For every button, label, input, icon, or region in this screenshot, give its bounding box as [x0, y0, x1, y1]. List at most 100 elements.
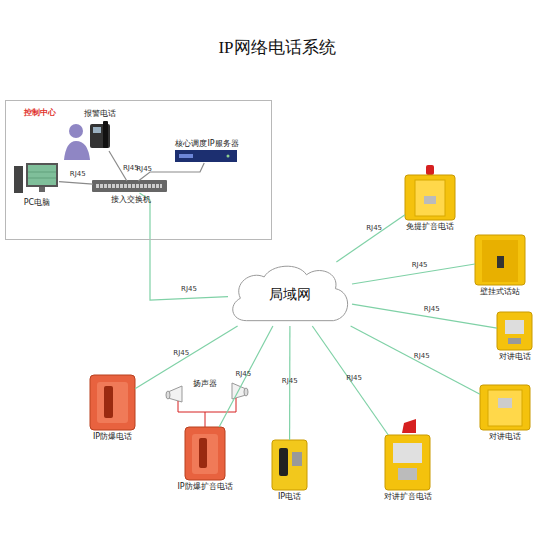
handsfree-phone-part: [415, 180, 445, 216]
cloud-shape: [233, 266, 348, 320]
node-label: 对讲扩音电话: [384, 493, 432, 501]
wall-station-part: [482, 240, 518, 282]
pc: [14, 163, 58, 193]
intercom-speaker-phone-part: [385, 435, 430, 490]
intercom-phone-part: [505, 320, 524, 334]
explosion-proof-phone-part: [97, 382, 128, 423]
intercom-speaker-phone-part: [393, 443, 422, 463]
network-cable: [59, 182, 93, 185]
node-label: 报警电话: [84, 110, 116, 118]
alarm-phone-node: 报警电话: [87, 121, 113, 151]
pc-part: [14, 166, 23, 193]
explosion-proof-phone: [90, 375, 135, 430]
edge-label: RJ45: [424, 306, 440, 313]
speaker-wire-part: [178, 398, 236, 412]
intercom-phone: [497, 312, 532, 350]
network-cable: [219, 326, 273, 427]
intercom-phone-part: [508, 338, 521, 344]
node-label: IP防爆电话: [93, 433, 132, 441]
device-node: IP防爆扩音电话: [185, 427, 225, 480]
wall-station: [475, 235, 525, 285]
node-label: 核心调度IP服务器: [175, 140, 238, 148]
switch-part: [92, 180, 167, 192]
device-node: 对讲电话: [497, 312, 532, 350]
edge-label: RJ45: [412, 262, 428, 269]
group-title: 控制中心: [24, 109, 56, 117]
server-part: [179, 154, 193, 158]
node-label: 对讲电话: [499, 353, 531, 361]
network-cable: [135, 326, 238, 389]
pc-node: PC电脑: [15, 164, 59, 196]
speaker-part: [244, 388, 248, 396]
edge-label: RJ45: [173, 349, 189, 356]
explosion-proof-speaker-phone-part: [199, 438, 207, 468]
network-cable: [140, 193, 229, 300]
pc-part: [28, 178, 56, 179]
intercom-speaker-phone-part: [398, 468, 417, 480]
server-node: 核心调度IP服务器: [176, 151, 238, 163]
node-label: 接入交换机: [111, 196, 151, 204]
node-label: IP防爆扩音电话: [177, 483, 232, 491]
diagram-title: IP网络电话系统: [0, 36, 554, 59]
edge-label: RJ45: [414, 352, 430, 359]
alarm-operator-part: [64, 141, 90, 160]
alarm-operator: [64, 124, 90, 160]
node-label: 对讲电话: [489, 433, 521, 441]
device-node: 对讲电话: [480, 385, 530, 430]
server: [175, 150, 237, 162]
server-part: [175, 150, 237, 162]
speaker-wire-part: [205, 412, 206, 427]
edge-label: RJ45: [181, 286, 197, 293]
pc-part: [39, 187, 45, 192]
cloud-label: 局域网: [269, 287, 311, 301]
alarm-phone-part: [103, 121, 108, 148]
edge-label: RJ45: [235, 370, 251, 377]
network-cable: [312, 326, 388, 435]
lan-cloud: 局域网: [228, 262, 352, 326]
explosion-proof-phone-part: [104, 386, 113, 418]
intercom-phone: [480, 385, 530, 430]
intercom-phone-part: [497, 312, 532, 350]
server-part: [227, 155, 230, 158]
ip-phone: [272, 440, 307, 490]
switch: [92, 180, 167, 192]
pc-part: [28, 165, 56, 185]
speaker-part: [166, 391, 170, 399]
network-cable: [352, 304, 497, 328]
network-cable: [351, 326, 480, 394]
pc-part: [26, 163, 58, 187]
switch-node: 接入交换机: [93, 181, 168, 193]
pc-part: [28, 172, 56, 173]
device-node: 壁挂式话站: [475, 235, 525, 285]
handsfree-phone: [405, 165, 455, 220]
intercom-phone-part: [488, 390, 522, 426]
handsfree-phone-part: [424, 196, 436, 204]
device-node: 对讲扩音电话: [385, 435, 430, 490]
network-cable: [336, 215, 405, 262]
intercom-speaker-phone: [385, 419, 430, 490]
node-label: IP电话: [278, 493, 301, 501]
device-node: IP电话: [272, 440, 307, 490]
ip-phone-part: [272, 440, 307, 490]
edge-label: RJ45: [282, 377, 298, 384]
alarm-operator-part: [69, 124, 83, 138]
explosion-proof-speaker-phone-part: [185, 427, 225, 480]
switch-part: [96, 184, 162, 188]
alarm-phone: [90, 121, 110, 148]
handsfree-phone-part: [426, 165, 434, 175]
edge-label: RJ45: [366, 225, 382, 232]
node-label: 免提扩音电话: [406, 223, 454, 231]
handsfree-phone-part: [405, 175, 455, 220]
wall-station-part: [497, 256, 504, 268]
explosion-proof-phone-part: [90, 375, 135, 430]
ip-phone-part: [279, 448, 288, 476]
intercom-phone-part: [480, 385, 530, 430]
explosion-proof-speaker-phone-part: [192, 434, 218, 474]
node-label: PC电脑: [24, 199, 50, 207]
edge-label: RJ45: [136, 165, 152, 172]
node-label: 壁挂式话站: [480, 288, 520, 296]
edge-label: RJ45: [346, 374, 362, 381]
intercom-speaker-phone-part: [402, 419, 416, 433]
intercom-phone-part: [498, 398, 512, 408]
